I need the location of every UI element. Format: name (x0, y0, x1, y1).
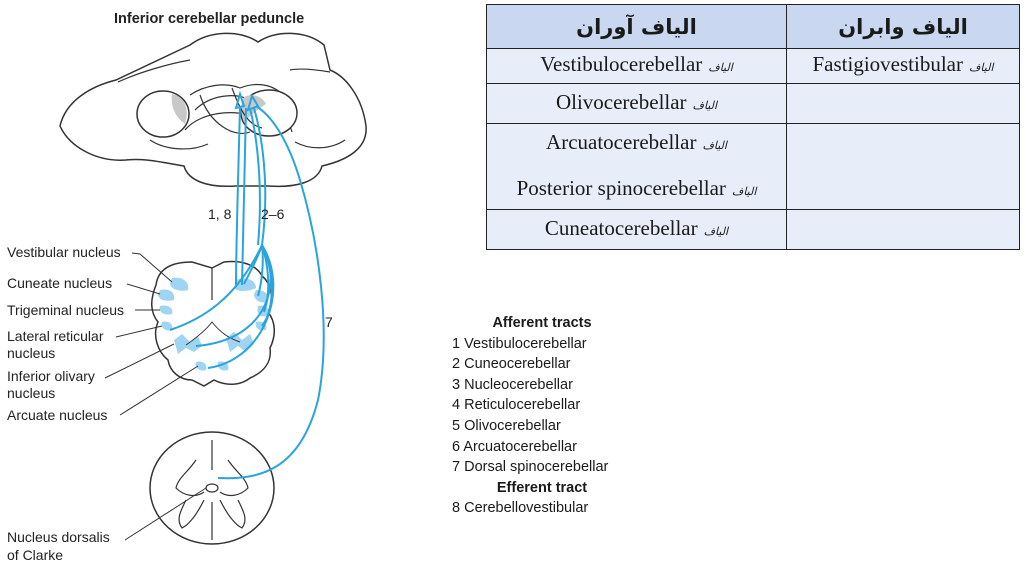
efferent-cell (786, 209, 1020, 250)
fiber-word: الیاف (731, 184, 757, 198)
label-inferior-olivary-line2: nucleus (7, 385, 55, 401)
tract-2-6-line-b (253, 107, 267, 246)
afferent-item: 2 Cuneocerebellar (452, 356, 571, 373)
label-cuneate-nucleus: Cuneate nucleus (7, 275, 112, 291)
fiber-table: الیاف آوران الیاف وابران Vestibulocerebe… (486, 4, 1020, 250)
fiber-word: الیاف (703, 224, 729, 238)
tract-pathways (169, 90, 325, 480)
left-vestibular-nucleus (170, 277, 189, 291)
label-arcuate-nucleus: Arcuate nucleus (7, 407, 107, 423)
left-arcuate-nucleus (195, 361, 207, 371)
label-inferior-olivary-line1: Inferior olivary (7, 368, 95, 384)
cerebellum-section (59, 32, 367, 188)
pathway-label-7: 7 (325, 314, 333, 330)
efferent-heading: Efferent tract (496, 479, 588, 496)
tract-1-8-line-b (241, 107, 247, 286)
efferent-cell (786, 123, 1020, 210)
afferent-item: 6 Arcuatocerebellar (452, 438, 577, 455)
header-afferent: الیاف آوران (486, 4, 787, 49)
table-header-row: الیاف آوران الیاف وابران (486, 4, 1020, 49)
tract-crossing-fibers (169, 244, 263, 331)
label-trigeminal-nucleus: Trigeminal nucleus (7, 302, 124, 318)
tract-legend: Afferent tracts 1 Vestibulocerebellar 2 … (452, 313, 632, 519)
label-lateral-reticular-line2: nucleus (7, 345, 55, 361)
leader-lateral-reticular (115, 325, 163, 338)
afferent-item: 4 Reticulocerebellar (452, 397, 581, 414)
left-lateral-reticular-nucleus (161, 321, 173, 331)
efferent-cell (786, 83, 1020, 124)
header-efferent: الیاف وابران (786, 4, 1020, 49)
left-trigeminal-nucleus (159, 305, 173, 315)
pathway-label-2-6: 2–6 (261, 206, 285, 222)
afferent-item: 1 Vestibulocerebellar (452, 335, 587, 352)
afferent-item: 7 Dorsal spinocerebellar (452, 459, 609, 476)
spinal-cord-section (149, 431, 275, 545)
right-cuneate-nucleus (254, 290, 269, 303)
tract-2-6-line-a (249, 107, 261, 246)
label-clarke-line1: Nucleus dorsalis (7, 529, 110, 545)
afferent-heading: Afferent tracts (492, 315, 592, 331)
tract-1-8-line-a (235, 107, 241, 286)
efferent-item: 8 Cerebellovestibular (452, 500, 589, 517)
label-clarke-line2: of Clarke (7, 547, 63, 563)
tract-to-arcuate (207, 244, 275, 369)
leader-vestibular (131, 252, 173, 283)
nuclei-labels: Vestibular nucleus Cuneate nucleus Trige… (7, 244, 207, 563)
fiber-word: الیاف (969, 61, 994, 74)
leader-clarke (124, 487, 207, 541)
fiber-word: الیاف (692, 98, 718, 112)
label-vestibular-nucleus: Vestibular nucleus (7, 244, 121, 260)
afferent-item: 3 Nucleocerebellar (452, 376, 573, 393)
fiber-word: الیاف (702, 138, 727, 152)
figure-title: Inferior cerebellar peduncle (114, 11, 304, 27)
pathway-label-1-8: 1, 8 (208, 206, 232, 222)
leader-cuneate (126, 283, 161, 295)
afferent-item: 5 Olivocerebellar (452, 417, 561, 434)
left-peduncle-highlight (171, 94, 187, 124)
tract-7-dorsal-spinocerebellar (217, 105, 325, 480)
leader-arcuate (119, 365, 199, 416)
label-lateral-reticular-line1: Lateral reticular (7, 328, 104, 344)
fiber-word: الیاف (708, 61, 733, 74)
left-cuneate-nucleus (158, 289, 175, 301)
leader-inferior-olivary (104, 343, 175, 379)
